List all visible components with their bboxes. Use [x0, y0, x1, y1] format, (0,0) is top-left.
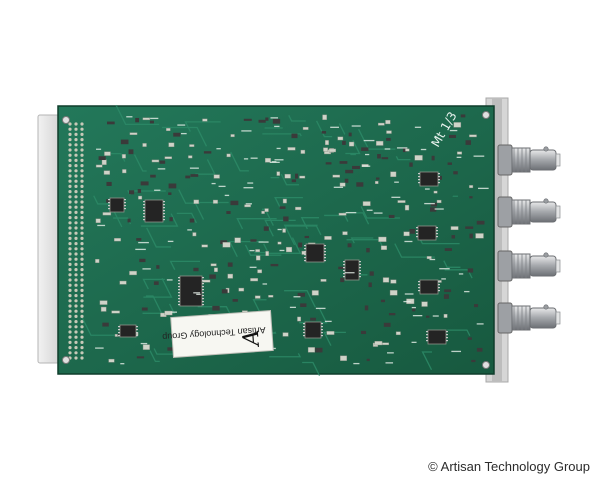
sticker-logo: A	[239, 329, 265, 349]
pcb-components	[62, 111, 490, 369]
watermark-text: © Artisan Technology Group	[428, 459, 590, 474]
sticker-label: A Artisan Technology Group	[162, 310, 274, 358]
pin-header	[68, 122, 84, 360]
bnc-connectors	[497, 144, 561, 334]
